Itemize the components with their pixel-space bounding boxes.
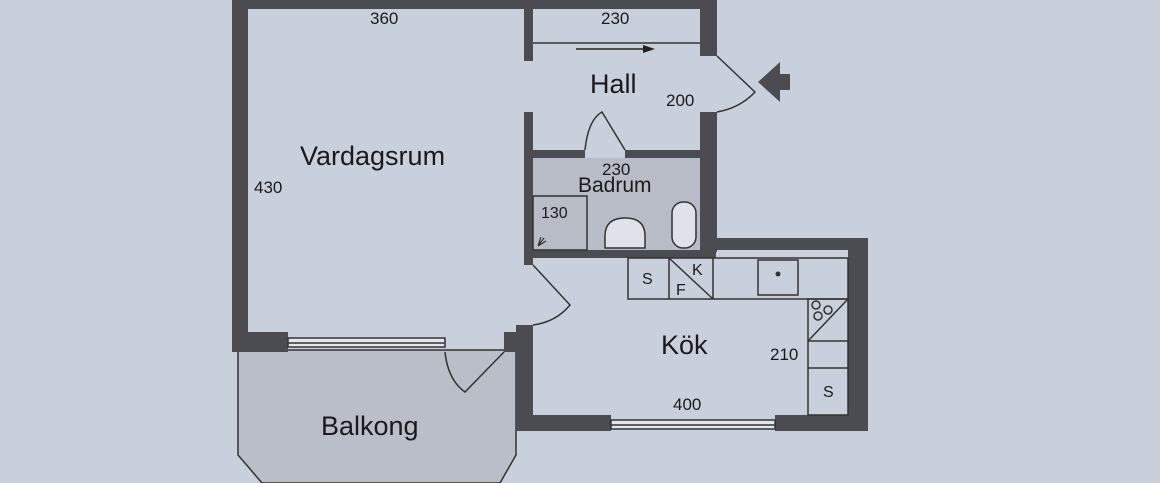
room-label-vardagsrum: Vardagsrum — [300, 141, 445, 171]
dim-badrum-width: 230 — [602, 160, 630, 179]
room-label-kok: Kök — [661, 330, 708, 360]
dim-hall-height: 200 — [666, 91, 694, 110]
stove-icon — [811, 300, 821, 310]
dim-kok-width: 400 — [673, 395, 701, 414]
dim-shower: 130 — [541, 205, 568, 222]
dim-kok-height: 210 — [770, 345, 798, 364]
entrance-arrow-icon — [758, 62, 790, 102]
room-label-balkong: Balkong — [321, 411, 419, 441]
toilet-icon — [671, 201, 697, 249]
shower — [532, 195, 588, 251]
storage-label: S — [642, 271, 653, 288]
kitchen-sink-icon — [757, 259, 799, 296]
shower-drain-icon — [537, 236, 547, 247]
walls — [232, 0, 868, 431]
room-label-hall: Hall — [590, 69, 637, 99]
sliding-arrowhead-icon — [643, 45, 655, 53]
kitchen-counter — [627, 257, 849, 416]
storage-label-2: S — [823, 384, 834, 401]
faucet-icon — [775, 271, 781, 277]
dim-hall-width: 230 — [601, 9, 629, 28]
dim-vardagsrum-height: 430 — [254, 178, 282, 197]
windows — [287, 337, 776, 430]
dim-vardagsrum-width: 360 — [370, 9, 398, 28]
freezer-label: F — [676, 282, 686, 299]
sink-icon — [604, 217, 646, 249]
doors — [444, 55, 757, 393]
room-label-badrum: Badrum — [578, 174, 652, 197]
fridge-label: K — [692, 262, 703, 279]
